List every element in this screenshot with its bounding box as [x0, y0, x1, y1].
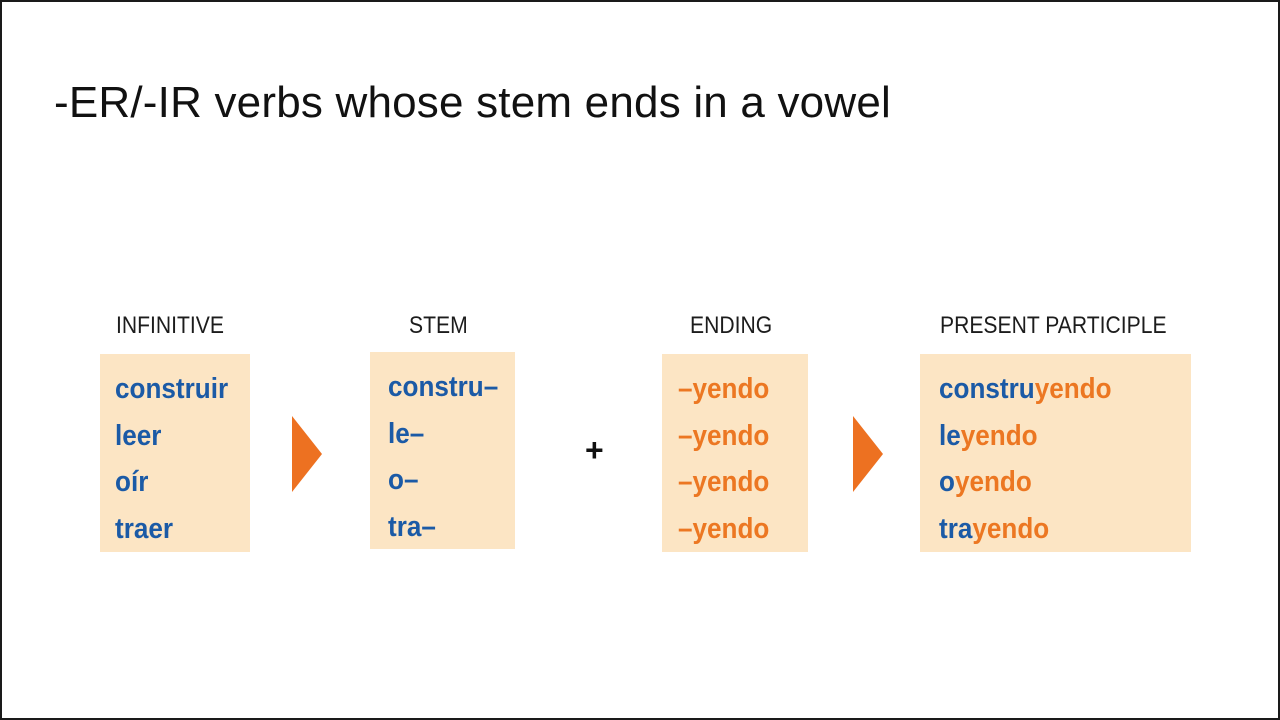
present-participle-box: construyendo leyendo oyendo trayendo — [920, 354, 1191, 552]
orange-arrow-icon — [292, 416, 322, 492]
infinitive-item: leer — [115, 419, 162, 452]
infinitive-item: traer — [115, 512, 174, 545]
ending-item: –yendo — [678, 419, 770, 452]
header-present-participle: PRESENT PARTICIPLE — [940, 312, 1167, 339]
participle-ending: yendo — [960, 419, 1038, 452]
stem-item: le– — [388, 417, 425, 450]
infinitive-item: construir — [115, 373, 229, 405]
participle-item: leyendo — [939, 413, 1166, 460]
participle-ending: yendo — [972, 512, 1050, 545]
stem-box: constru– le– o– tra– — [370, 352, 515, 549]
header-ending: ENDING — [690, 312, 773, 339]
participle-ending: yendo — [954, 466, 1032, 498]
participle-item: trayendo — [939, 506, 1166, 553]
ending-box: –yendo –yendo –yendo –yendo — [662, 354, 808, 552]
participle-stem: o — [939, 466, 955, 498]
slide-title: -ER/-IR verbs whose stem ends in a vowel — [54, 78, 891, 127]
stem-item: o– — [388, 464, 419, 496]
ending-item: –yendo — [678, 373, 770, 405]
participle-stem: tra — [939, 512, 973, 545]
participle-item: oyendo — [939, 459, 1166, 506]
participle-stem: constru — [939, 373, 1035, 405]
infinitive-item: oír — [115, 466, 149, 498]
header-infinitive: INFINITIVE — [116, 312, 224, 339]
orange-arrow-icon — [853, 416, 883, 492]
participle-item: construyendo — [939, 366, 1166, 413]
ending-item: –yendo — [678, 466, 770, 498]
ending-item: –yendo — [678, 512, 770, 545]
infinitive-box: construir leer oír traer — [100, 354, 250, 552]
stem-item: constru– — [388, 371, 499, 403]
participle-ending: yendo — [1034, 373, 1112, 405]
participle-stem: le — [939, 419, 961, 452]
header-stem: STEM — [409, 312, 468, 339]
stem-item: tra– — [388, 510, 436, 543]
plus-sign: + — [585, 432, 604, 468]
